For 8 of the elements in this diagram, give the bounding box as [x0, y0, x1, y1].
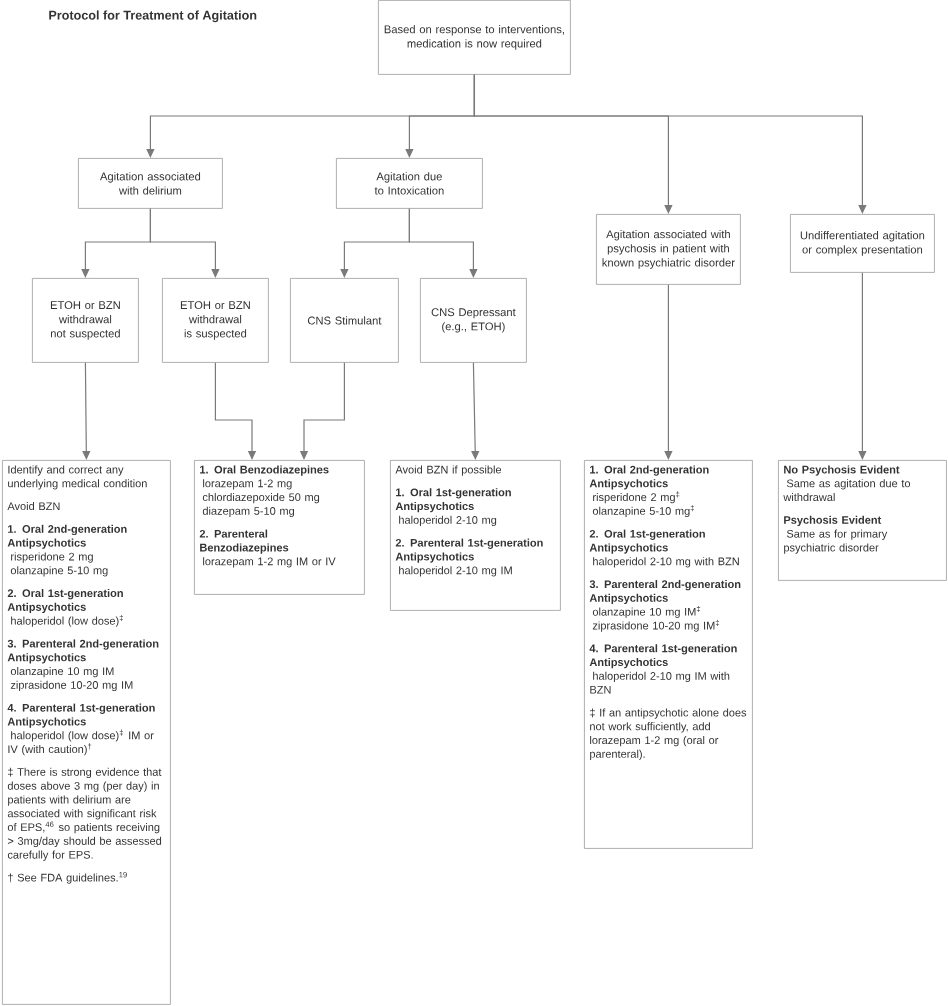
- arrow: [149, 208, 220, 278]
- arrow: [664, 284, 673, 460]
- arrow: [408, 208, 478, 278]
- arrow: [214, 362, 257, 460]
- arrow: [473, 74, 867, 214]
- arrow: [471, 362, 480, 460]
- arrow: [82, 362, 91, 460]
- arrow: [858, 272, 867, 460]
